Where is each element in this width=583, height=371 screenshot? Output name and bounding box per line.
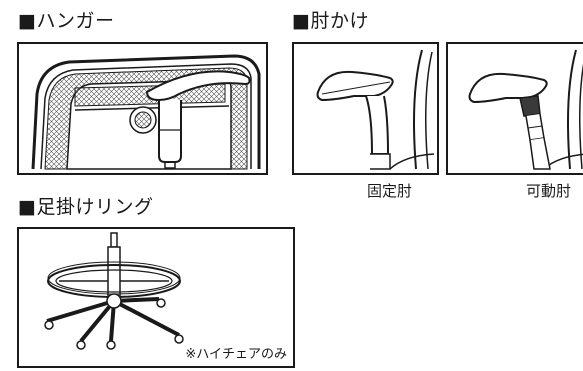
movable-armrest-caption: 可動肘 (526, 182, 572, 200)
movable-armrest-illustration (468, 49, 583, 170)
movable-armrest-image (446, 42, 583, 175)
hanger-illustration (31, 54, 261, 170)
fixed-armrest-image (292, 42, 439, 175)
fixed-armrest-illustration (316, 49, 435, 170)
hanger-title: ■ハンガー (18, 10, 115, 32)
armrest-title: ■肘かけ (292, 10, 369, 32)
highchair-only-note: ※ハイチェアのみ (185, 347, 287, 362)
footring-title: ■足掛けリング (18, 196, 154, 218)
fixed-armrest-caption: 固定肘 (367, 182, 413, 200)
hanger-image (17, 42, 268, 175)
footring-illustration (44, 232, 184, 350)
footring-image: ※ハイチェアのみ (17, 227, 295, 368)
